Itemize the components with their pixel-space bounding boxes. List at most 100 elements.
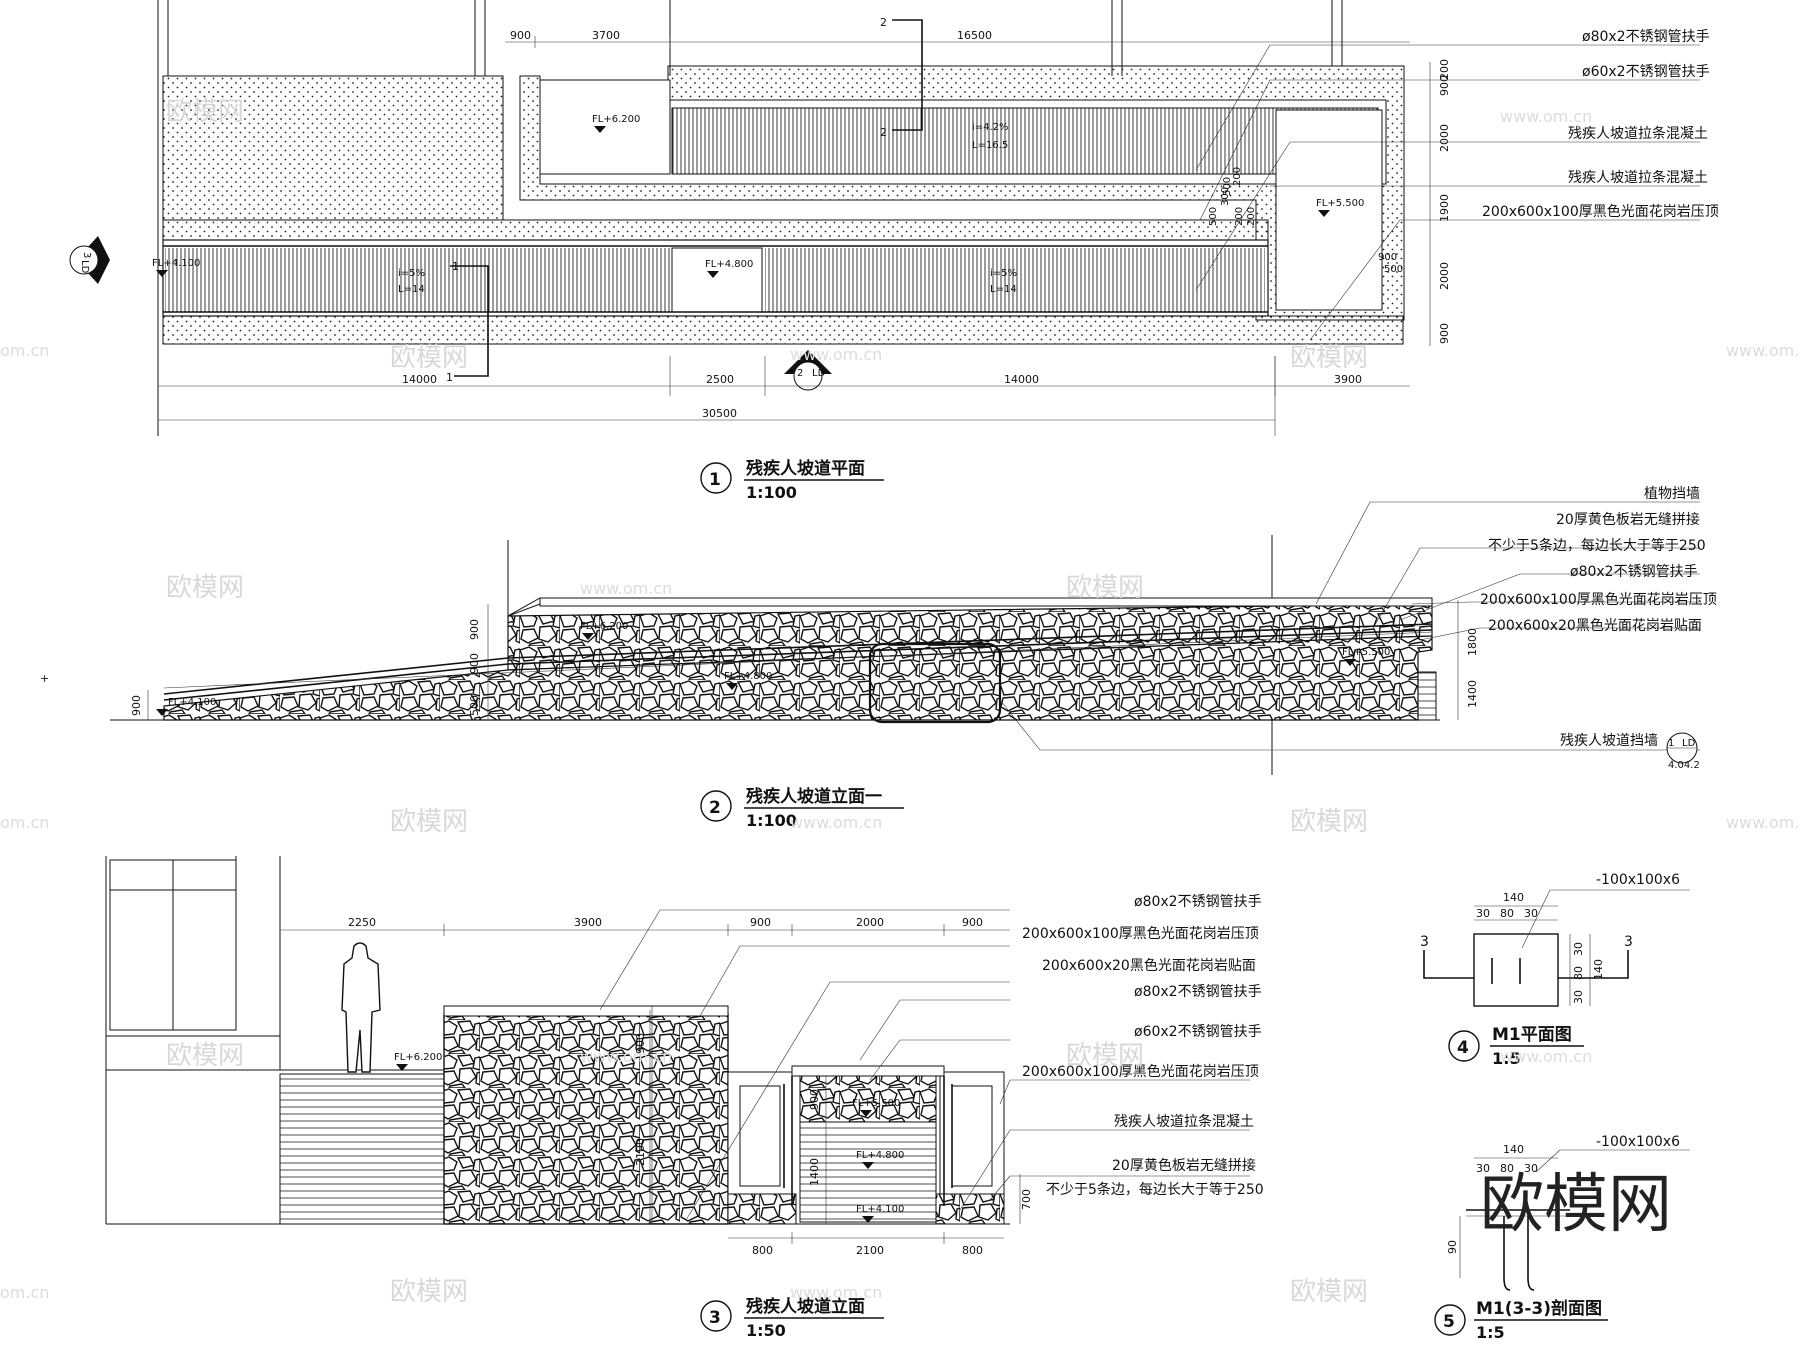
elev3-note-2: 200x600x100厚黑色光面花岗岩压顶	[1022, 925, 1259, 942]
watermark: om.cn	[0, 1283, 49, 1302]
m1-plan-side-dim-1: 30	[1572, 942, 1585, 956]
watermark: 欧模网	[390, 1277, 468, 1307]
svg-text:+: +	[40, 672, 49, 685]
m1-plan-view-title: M1平面图	[1492, 1025, 1572, 1045]
m1-sec-top-dim-4: 30	[1524, 1162, 1538, 1175]
watermark: www.om.cn	[1726, 813, 1800, 832]
plan-note-1: ø80x2不锈钢管扶手	[1582, 29, 1710, 45]
elev1-right-dim-2: 1400	[1466, 680, 1479, 708]
elev1-ref-bottom: 4.04.2	[1668, 760, 1700, 771]
plan-top-dim-2: 3700	[592, 29, 620, 42]
elev3-bottom-dim-2: 2100	[856, 1244, 884, 1257]
elev3-view-scale: 1:50	[746, 1321, 786, 1340]
elev1-level-2: FL+4.800	[724, 671, 772, 682]
elev1-ref-mid: LD	[1682, 738, 1696, 749]
m1-plan-view-number: 4	[1457, 1038, 1469, 1058]
plan-right-dim-4: 1900	[1438, 194, 1451, 222]
elev3-top-dim-3: 900	[750, 916, 771, 929]
elev1-left-dim-4: 900	[130, 695, 143, 716]
plan-inner-dim-1: 500	[1208, 207, 1219, 226]
watermarks: 欧模网 om.cn 欧模网 www.om.cn 欧模网 www.om.cn ww…	[0, 97, 1800, 1307]
elev3-vert-dim-5: 700	[1020, 1189, 1033, 1210]
plan-slope-len-3: L=14	[990, 284, 1017, 295]
plan-inner-dim-7: 900	[1378, 252, 1397, 263]
m1-section: 140 30 80 30 -100x100x6 90 欧模网 5 M1(3-3)…	[1434, 1134, 1690, 1342]
elev3-vert-dim-3: 900	[808, 1089, 821, 1110]
elev1-view-title: 残疾人坡道立面一	[746, 786, 882, 807]
elev1-view-scale: 1:100	[746, 811, 797, 830]
m1-sec-top-dim-2: 30	[1476, 1162, 1490, 1175]
elev1-view-number: 2	[709, 798, 721, 818]
elev1-left-dim-2: 900	[468, 653, 481, 674]
plan-right-dim-5: 2000	[1438, 262, 1451, 290]
elev1-note-1: 植物挡墙	[1644, 486, 1700, 502]
plan-inner-dim-6: 200	[1246, 207, 1257, 226]
plan-inner-dim-8: 500	[1384, 264, 1403, 275]
plan-callout-2-bottom: LD	[79, 260, 90, 274]
plan-right-dim-1: 200	[1438, 59, 1451, 80]
watermark: www.om.cn	[1500, 1047, 1592, 1066]
elev3-vert-dim-1: 900	[634, 1033, 647, 1054]
plan-view-title: 残疾人坡道平面	[746, 458, 865, 479]
plan-right-dim-3: 2000	[1438, 124, 1451, 152]
plan-bottom-dim-2: 2500	[706, 373, 734, 386]
elev3-vert-dim-4: 1400	[808, 1158, 821, 1186]
elev3-top-dim-5: 900	[962, 916, 983, 929]
m1-sec-top-dim-3: 80	[1500, 1162, 1514, 1175]
elev1-note-6: 200x600x20黑色光面花岗岩贴面	[1488, 617, 1702, 634]
m1-plan-top-dim-3: 80	[1500, 907, 1514, 920]
m1-plan-mark-1: 3	[1420, 934, 1429, 950]
plan-callout-2-top: 3	[81, 252, 92, 258]
elev1-bottom-note: 残疾人坡道挡墙	[1560, 733, 1658, 749]
plan-slope-1: i=4.2%	[972, 122, 1009, 133]
m1-plan-side-dim-4: 140	[1592, 959, 1605, 980]
elev3-bottom-dim-1: 800	[752, 1244, 773, 1257]
plan-right-dim-6: 900	[1438, 323, 1451, 344]
plan-slope-3: i=5%	[990, 268, 1017, 279]
plan-view-scale: 1:100	[746, 483, 797, 502]
plan-slope-len-1: L=16.5	[972, 140, 1008, 151]
elev3-level-2: FL+5.500	[852, 1098, 900, 1109]
plan-inner-dim-3: 200	[1232, 167, 1243, 186]
watermark: 欧模网	[1290, 1277, 1368, 1307]
elev3-note-1: ø80x2不锈钢管扶手	[1134, 894, 1262, 910]
m1-plan-top-dim-4: 30	[1524, 907, 1538, 920]
plan-top-dim-1: 900	[510, 29, 531, 42]
plan-level-2: FL+4.800	[705, 259, 753, 270]
plan-inner-dim-5: 200	[1234, 207, 1245, 226]
m1-sec-side-dim: 90	[1446, 1240, 1459, 1254]
elev3-view-title: 残疾人坡道立面	[746, 1296, 865, 1317]
elev3-bottom-dim-3: 800	[962, 1244, 983, 1257]
ramp-elevation-3: FL+6.200 FL+5.500 FL+4.800 FL+4.100 2250…	[105, 856, 1264, 1340]
plan-slope-len-2: L=14	[398, 284, 425, 295]
elev3-vert-dim-2: 2100	[634, 1138, 647, 1166]
plan-section-mark-2a: 2	[880, 16, 887, 29]
watermark: www.om.cn	[790, 1283, 882, 1302]
watermark: 欧模网	[1290, 343, 1368, 373]
plan-bottom-dim-1: 14000	[402, 373, 437, 386]
plan-section-mark-1b: 1	[446, 371, 453, 384]
m1-plan-top-dim-1: 140	[1503, 891, 1524, 904]
watermark: om.cn	[0, 341, 49, 360]
plan-note-4: 残疾人坡道拉条混凝土	[1568, 169, 1708, 186]
elev3-note-6: 200x600x100厚黑色光面花岗岩压顶	[1022, 1063, 1259, 1080]
elev1-ref-top: 1	[1668, 738, 1674, 749]
m1-sec-view-scale: 1:5	[1476, 1323, 1505, 1342]
plan-level-4: FL+5.500	[1316, 198, 1364, 209]
elev3-view-number: 3	[709, 1308, 721, 1328]
elev1-level-3: FL+4.100	[168, 697, 216, 708]
elev1-note-2: 20厚黄色板岩无缝拼接	[1556, 511, 1700, 528]
plan-note-5: 200x600x100厚黑色光面花岗岩压顶	[1482, 203, 1719, 220]
m1-sec-view-number: 5	[1443, 1312, 1455, 1332]
elev3-note-8: 20厚黄色板岩无缝拼接	[1112, 1157, 1256, 1174]
plan-bottom-dim-3: 14000	[1004, 373, 1039, 386]
elev3-note-9: 不少于5条边，每边长大于等于250	[1046, 1181, 1264, 1198]
elev3-level-4: FL+4.100	[856, 1204, 904, 1215]
watermark: 欧模网	[166, 1041, 244, 1071]
elev3-top-dim-2: 3900	[574, 916, 602, 929]
plan-note-3: 残疾人坡道拉条混凝土	[1568, 125, 1708, 142]
elev3-top-dim-1: 2250	[348, 916, 376, 929]
plan-section-mark-1a: 1	[452, 260, 459, 273]
watermark: 欧模网	[166, 573, 244, 603]
